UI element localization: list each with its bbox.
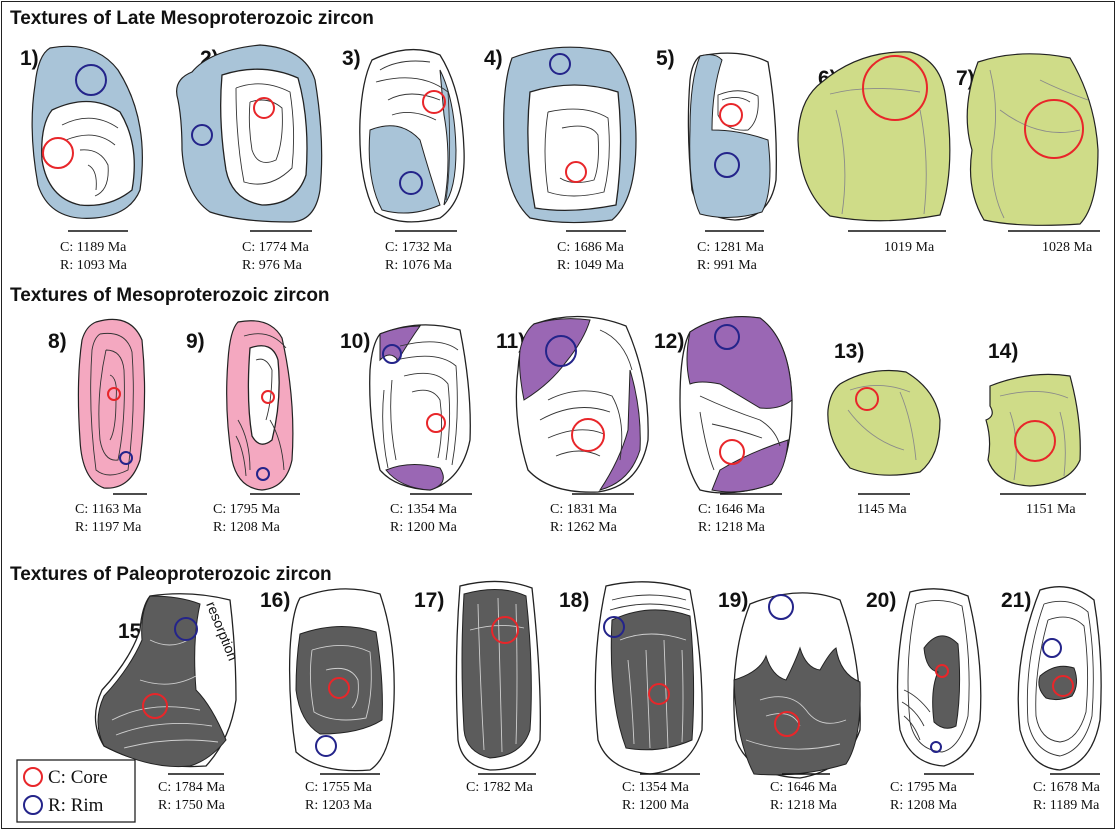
age-rim: R: 976 Ma xyxy=(242,258,303,273)
age-core: C: 1732 Ma xyxy=(385,240,453,255)
grain-5: 5) C: 1281 Ma R: 991 Ma xyxy=(656,47,776,273)
age-rim: R: 1200 Ma xyxy=(622,798,690,813)
age-core: C: 1784 Ma xyxy=(158,780,226,795)
age-core: C: 1646 Ma xyxy=(698,502,766,517)
age-rim: R: 1189 Ma xyxy=(1033,798,1100,813)
grain-2: 2) C: 1774 Ma R: 976 Ma xyxy=(177,45,322,273)
age-rim: R: 1208 Ma xyxy=(213,520,281,535)
grain-8: 8) C: 1163 Ma R: 1197 Ma xyxy=(48,319,147,535)
grain-dark-zone xyxy=(296,626,382,734)
age-core: C: 1686 Ma xyxy=(557,240,625,255)
age-core: C: 1646 Ma xyxy=(770,780,838,795)
age-rim: R: 1218 Ma xyxy=(698,520,766,535)
age-rim: R: 1750 Ma xyxy=(158,798,226,813)
grain-number: 1) xyxy=(20,47,39,70)
grain-6: 6) 1019 Ma xyxy=(798,52,950,255)
legend-core-label: C: Core xyxy=(48,767,108,788)
grain-number: 21) xyxy=(1001,589,1031,612)
age: 1028 Ma xyxy=(1042,240,1093,255)
grain-14: 14) 1151 Ma xyxy=(986,340,1086,517)
grain-7: 7) 1028 Ma xyxy=(956,54,1100,255)
age-rim: R: 991 Ma xyxy=(697,258,758,273)
grain-19: 19) C: 1646 Ma R: 1218 Ma xyxy=(718,589,860,813)
legend-rim-label: R: Rim xyxy=(48,795,104,816)
age-core: C: 1678 Ma xyxy=(1033,780,1101,795)
age-core: C: 1189 Ma xyxy=(60,240,127,255)
age-rim: R: 1218 Ma xyxy=(770,798,838,813)
grain-number: 19) xyxy=(718,589,748,612)
grain-number: 9) xyxy=(186,330,205,353)
age-rim: R: 1197 Ma xyxy=(75,520,142,535)
grain-core-zone xyxy=(221,69,307,205)
age-core: C: 1795 Ma xyxy=(890,780,958,795)
grain-16: 16) C: 1755 Ma R: 1203 Ma xyxy=(260,589,394,813)
grain-number: 3) xyxy=(342,47,361,70)
legend: C: Core R: Rim xyxy=(17,760,135,822)
age-core: C: 1795 Ma xyxy=(213,502,281,517)
grain-18: 18) C: 1354 Ma R: 1200 Ma xyxy=(559,582,702,813)
age-core: C: 1831 Ma xyxy=(550,502,618,517)
grain-1: 1) C: 1189 Ma R: 1093 Ma xyxy=(20,46,142,273)
age: 1151 Ma xyxy=(1026,502,1076,517)
age-core: C: 1755 Ma xyxy=(305,780,373,795)
grain-body xyxy=(828,371,940,476)
grain-20: 20) C: 1795 Ma R: 1208 Ma xyxy=(866,589,981,813)
grain-9: 9) C: 1795 Ma R: 1208 Ma xyxy=(186,321,300,535)
age-rim: R: 1203 Ma xyxy=(305,798,373,813)
section-title-mesoproterozoic: Textures of Mesoproterozoic zircon xyxy=(10,285,330,306)
age-core: C: 1354 Ma xyxy=(622,780,690,795)
grain-number: 4) xyxy=(484,47,503,70)
age-rim: R: 1262 Ma xyxy=(550,520,618,535)
section-title-paleoproterozoic: Textures of Paleoproterozoic zircon xyxy=(10,564,332,585)
grain-12: 12) C: 1646 Ma R: 1218 Ma xyxy=(654,317,792,535)
grain-10: 10) C: 1354 Ma R: 1200 Ma xyxy=(340,325,472,535)
grain-core-zone xyxy=(528,85,621,210)
age-rim: R: 1208 Ma xyxy=(890,798,958,813)
grain-11: 11) C: 1831 Ma R: 1262 Ma xyxy=(496,316,648,535)
grain-number: 5) xyxy=(656,47,675,70)
age-core: C: 1354 Ma xyxy=(390,502,458,517)
grain-dark-zone xyxy=(462,589,531,758)
grain-number: 10) xyxy=(340,330,370,353)
age-rim: R: 1076 Ma xyxy=(385,258,453,273)
age-rim: R: 1200 Ma xyxy=(390,520,458,535)
age: 1145 Ma xyxy=(857,502,907,517)
grain-number: 20) xyxy=(866,589,896,612)
grain-body xyxy=(967,54,1098,226)
grain-number: 12) xyxy=(654,330,684,353)
grain-13: 13) 1145 Ma xyxy=(828,340,940,517)
grain-body xyxy=(78,319,144,488)
grain-number: 17) xyxy=(414,589,444,612)
age-core: C: 1774 Ma xyxy=(242,240,310,255)
age-rim: R: 1093 Ma xyxy=(60,258,128,273)
grain-3: 3) C: 1732 Ma R: 1076 Ma xyxy=(342,47,464,273)
grain-number: 14) xyxy=(988,340,1018,363)
section-title-late-mesoproterozoic: Textures of Late Mesoproterozoic zircon xyxy=(10,8,374,29)
grain-number: 8) xyxy=(48,330,67,353)
grain-4: 4) C: 1686 Ma R: 1049 Ma xyxy=(484,47,636,273)
age-core: C: 1281 Ma xyxy=(697,240,765,255)
grain-17: 17) C: 1782 Ma xyxy=(414,581,540,795)
grain-core-zone xyxy=(42,101,135,205)
age-core: C: 1782 Ma xyxy=(466,780,534,795)
age-core: C: 1163 Ma xyxy=(75,502,142,517)
grain-number: 16) xyxy=(260,589,290,612)
age: 1019 Ma xyxy=(884,240,935,255)
grain-21: 21) C: 1678 Ma R: 1189 Ma xyxy=(1001,587,1101,813)
age-rim: R: 1049 Ma xyxy=(557,258,625,273)
grain-number: 18) xyxy=(559,589,589,612)
grain-number: 13) xyxy=(834,340,864,363)
